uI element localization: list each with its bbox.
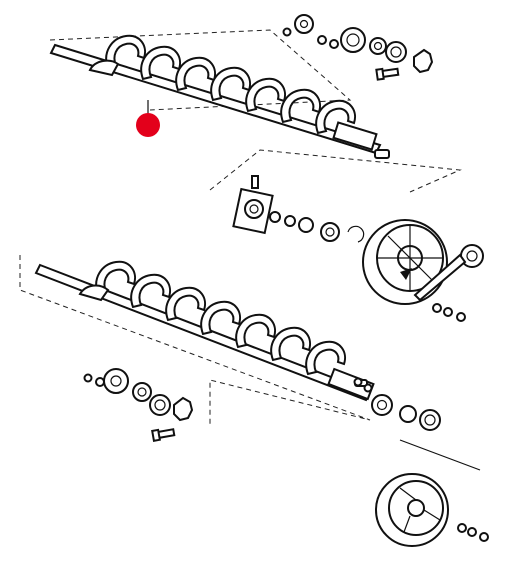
upper-bearing-housing[interactable] [385, 41, 407, 63]
lower-right-ring[interactable] [363, 383, 373, 393]
lower-ring[interactable] [95, 377, 105, 387]
lower-right-spacer[interactable] [399, 405, 417, 423]
upper-shaft-key[interactable] [374, 149, 390, 159]
upper-washer-large[interactable] [294, 14, 314, 34]
upper-right-bearing-set[interactable] [282, 14, 434, 81]
upper-drive-sprocket[interactable] [413, 48, 434, 74]
lower-wheel-washer-1[interactable] [457, 523, 467, 533]
lower-bearing[interactable] [132, 382, 152, 402]
hub-ring[interactable] [284, 215, 296, 227]
wheel-nut[interactable] [456, 312, 466, 322]
lower-flight-end-plate[interactable] [78, 284, 110, 302]
drive-wheel-lower[interactable] [375, 473, 489, 547]
lower-auger-flights[interactable] [95, 260, 347, 375]
upper-mounting-bolt[interactable] [375, 65, 400, 81]
lower-wheel-nut[interactable] [479, 532, 489, 542]
lower-wheel-washer-2[interactable] [467, 527, 477, 537]
lower-auger-assembly[interactable] [19, 255, 375, 425]
upper-flight-end-plate[interactable] [88, 59, 120, 77]
lower-drive-sprocket[interactable] [173, 396, 194, 422]
upper-bearing-flange[interactable] [340, 27, 366, 53]
drive-wheel-upper[interactable] [362, 219, 448, 305]
wheel-washer-1[interactable] [432, 303, 442, 313]
wheel-washer-2[interactable] [443, 307, 453, 317]
lower-bearing-housing[interactable] [149, 394, 171, 416]
upper-shaft-sleeve[interactable] [332, 121, 378, 151]
lower-right-washer[interactable] [353, 377, 363, 387]
upper-washer-small[interactable] [282, 27, 292, 37]
lower-bearing-flange[interactable] [103, 368, 129, 394]
lower-washer-small[interactable] [83, 373, 93, 383]
lower-mounting-bolt[interactable] [151, 426, 176, 442]
upper-bearing[interactable] [369, 37, 387, 55]
hub-circlip[interactable] [347, 225, 365, 243]
lower-right-housing[interactable] [419, 409, 441, 431]
upper-auger-assembly[interactable] [49, 29, 390, 159]
hub-bearing[interactable] [320, 222, 340, 242]
lower-right-bearing[interactable] [371, 394, 393, 416]
hub-spacer[interactable] [298, 217, 314, 233]
wheel-spindle-arm[interactable] [413, 244, 484, 302]
lower-right-bearing-set[interactable] [353, 377, 481, 471]
hub-washer[interactable] [269, 211, 281, 223]
lower-left-bearing-set[interactable] [83, 368, 194, 442]
upper-spacer[interactable] [317, 35, 327, 45]
upper-ring[interactable] [329, 39, 339, 49]
red-dot-marker-icon[interactable] [136, 113, 160, 137]
grease-nipple[interactable] [251, 175, 259, 189]
middle-hub-group[interactable] [209, 149, 484, 322]
